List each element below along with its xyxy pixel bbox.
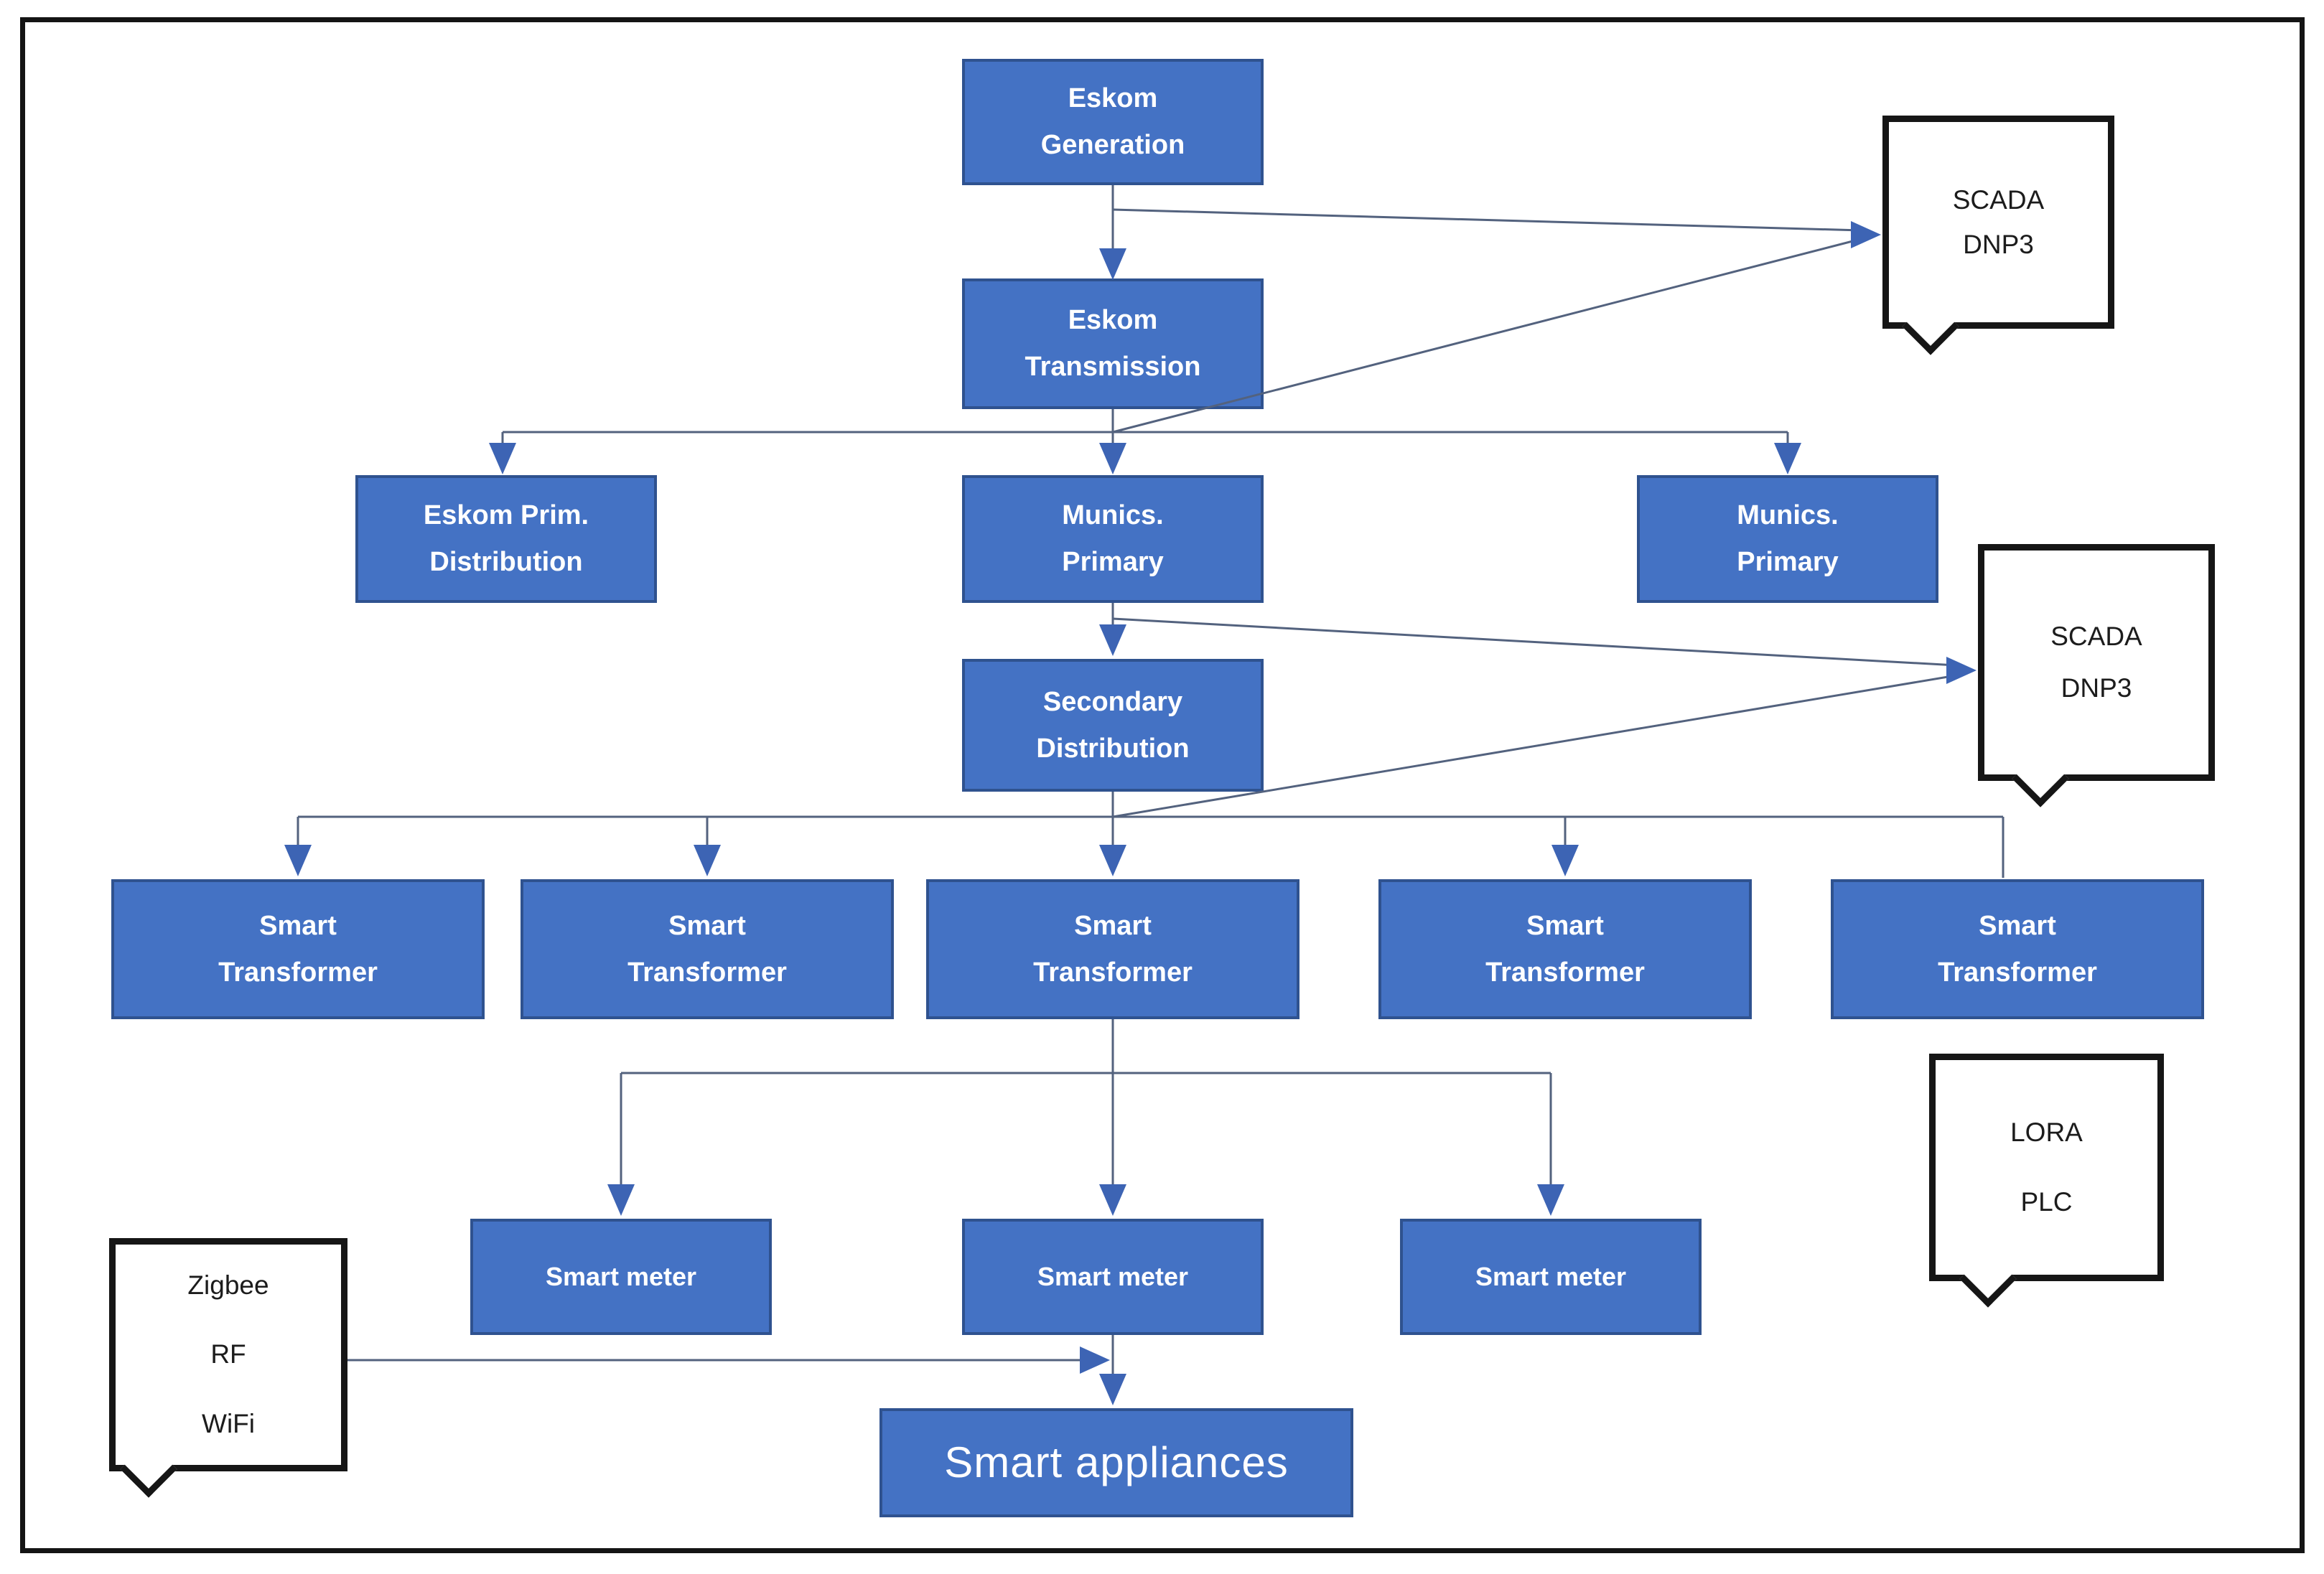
callout-scada-dnp3-top: SCADA DNP3 <box>1882 116 2114 355</box>
node-label: Munics. <box>1737 500 1839 531</box>
node-label: Transformer <box>218 957 378 988</box>
node-smart-meter-3: Smart meter <box>1400 1219 1702 1335</box>
node-label: Generation <box>1040 130 1185 160</box>
node-label: Smart meter <box>545 1262 697 1292</box>
callout-lora-plc: LORA PLC <box>1929 1054 2164 1308</box>
node-eskom-generation: Eskom Generation <box>962 59 1264 185</box>
node-label: Smart <box>259 910 337 941</box>
node-smart-meter-2: Smart meter <box>962 1219 1264 1335</box>
node-label: Eskom <box>1068 305 1158 336</box>
node-munics-primary-center: Munics. Primary <box>962 475 1264 603</box>
node-smart-transformer-2: Smart Transformer <box>521 879 894 1019</box>
callout-label: RF <box>210 1339 246 1369</box>
node-label: Secondary <box>1042 686 1183 717</box>
node-label: Smart meter <box>1475 1262 1627 1292</box>
node-label: Eskom Prim. <box>423 500 589 531</box>
callout-label: SCADA <box>2050 621 2142 651</box>
callout-label: WiFi <box>202 1408 255 1438</box>
node-label: Smart <box>668 910 746 941</box>
node-label: Transformer <box>1485 957 1645 988</box>
callout-label: LORA <box>2010 1118 2083 1148</box>
callout-label: Zigbee <box>187 1270 269 1301</box>
callout-scada-dnp3-middle: SCADA DNP3 <box>1978 544 2215 807</box>
callout-label: SCADA <box>1952 185 2045 215</box>
node-label: Primary <box>1737 547 1839 577</box>
node-eskom-prim-distribution: Eskom Prim. Distribution <box>355 475 657 603</box>
node-munics-primary-right: Munics. Primary <box>1637 475 1938 603</box>
node-smart-transformer-1: Smart Transformer <box>111 879 485 1019</box>
node-label: Smart appliances <box>944 1438 1289 1486</box>
node-smart-appliances: Smart appliances <box>879 1408 1353 1517</box>
callout-label: PLC <box>2020 1186 2073 1217</box>
node-eskom-transmission: Eskom Transmission <box>962 278 1264 409</box>
diagram-frame <box>20 17 2305 1553</box>
node-smart-transformer-4: Smart Transformer <box>1378 879 1752 1019</box>
node-smart-meter-1: Smart meter <box>470 1219 772 1335</box>
node-label: Smart meter <box>1037 1262 1189 1292</box>
node-label: Eskom <box>1068 83 1158 114</box>
node-secondary-distribution: Secondary Distribution <box>962 659 1264 792</box>
node-label: Distribution <box>429 547 583 577</box>
callout-label: DNP3 <box>1963 229 2034 259</box>
node-label: Transmission <box>1025 352 1201 382</box>
node-label: Distribution <box>1036 733 1190 764</box>
node-label: Transformer <box>627 957 787 988</box>
node-label: Transformer <box>1033 957 1193 988</box>
node-label: Smart <box>1979 910 2056 941</box>
callout-label: DNP3 <box>2061 673 2132 703</box>
node-smart-transformer-3: Smart Transformer <box>926 879 1299 1019</box>
node-label: Transformer <box>1938 957 2097 988</box>
callout-zigbee-rf-wifi: Zigbee RF WiFi <box>109 1238 347 1498</box>
node-label: Primary <box>1062 547 1164 577</box>
node-label: Smart <box>1074 910 1152 941</box>
node-smart-transformer-5: Smart Transformer <box>1831 879 2204 1019</box>
node-label: Smart <box>1526 910 1604 941</box>
node-label: Munics. <box>1062 500 1164 531</box>
